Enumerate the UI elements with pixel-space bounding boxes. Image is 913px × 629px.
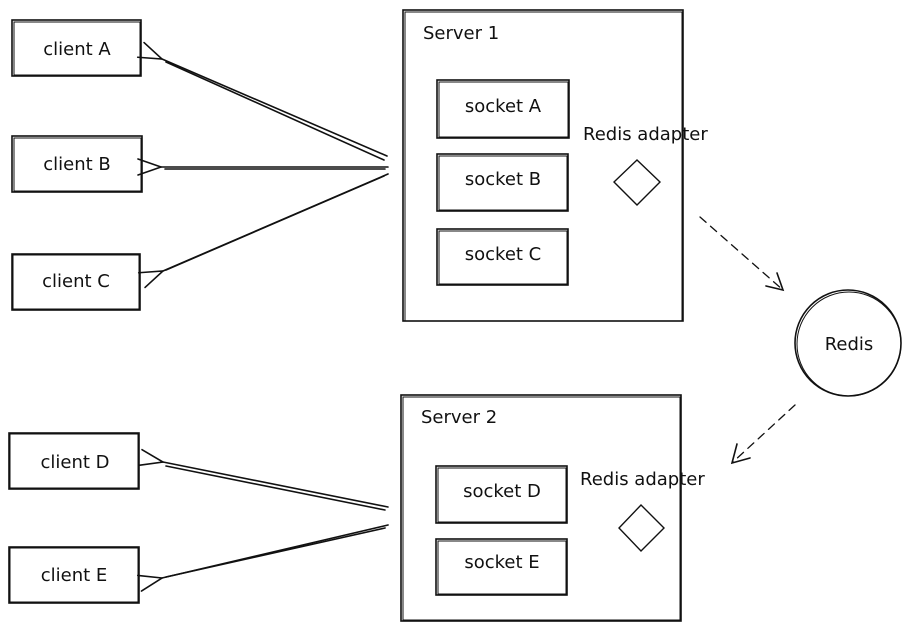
dashed-arrow-adapter1-to-redis-head [765, 272, 785, 292]
socket-d-box: socket D [435, 465, 568, 524]
dashed-arrow-redis-to-adapter2-head [730, 443, 751, 465]
arrow-server1-to-client-c-stroke [165, 175, 385, 271]
socket-c-box: socket C [436, 228, 569, 286]
client-d-box: client D [8, 432, 140, 490]
client-a-label: client A [43, 39, 111, 60]
client-e-label: client E [41, 565, 108, 586]
server-2: Server 2 socket D socket E Redis adapter [400, 394, 705, 622]
redis-node: Redis [794, 289, 902, 397]
dashed-arrow-redis-to-adapter2 [732, 404, 796, 463]
arrow-server2-to-client-d [163, 462, 389, 508]
socket-b-box: socket B [436, 153, 569, 212]
socket-a-label: socket A [465, 96, 542, 117]
client-e-box: client E [8, 546, 140, 604]
server-1: Server 1 socket A socket B socket C Redi… [402, 9, 708, 322]
client-c-box: client C [11, 253, 141, 311]
socket-a-box: socket A [436, 79, 570, 139]
dashed-arrow-adapter1-to-redis [699, 216, 784, 291]
arrow-server2-to-client-d-stroke [165, 465, 386, 511]
client-b-box: client B [11, 135, 143, 193]
redis-adapter-2-label: Redis adapter [580, 469, 705, 490]
server-1-title: Server 1 [423, 23, 499, 44]
socket-d-label: socket D [463, 481, 541, 502]
redis-adapter-1-diamond-icon [612, 159, 662, 206]
arrow-server1-to-client-a [162, 59, 388, 157]
socket-c-label: socket C [465, 244, 542, 265]
client-b-label: client B [43, 154, 111, 175]
redis-label: Redis [825, 334, 874, 355]
arrow-server2-to-client-e-stroke [165, 527, 386, 578]
client-d-label: client D [40, 452, 109, 473]
socket-e-box: socket E [435, 538, 568, 596]
socket-e-label: socket E [464, 552, 539, 573]
server-2-title: Server 2 [421, 407, 497, 428]
arrow-server1-to-client-a-stroke [165, 61, 385, 161]
redis-adapter-1-label: Redis adapter [583, 124, 708, 145]
redis-adapter-2-diamond-icon [618, 503, 665, 553]
client-a-box: client A [11, 19, 142, 77]
client-c-label: client C [42, 271, 110, 292]
socket-b-label: socket B [465, 169, 541, 190]
